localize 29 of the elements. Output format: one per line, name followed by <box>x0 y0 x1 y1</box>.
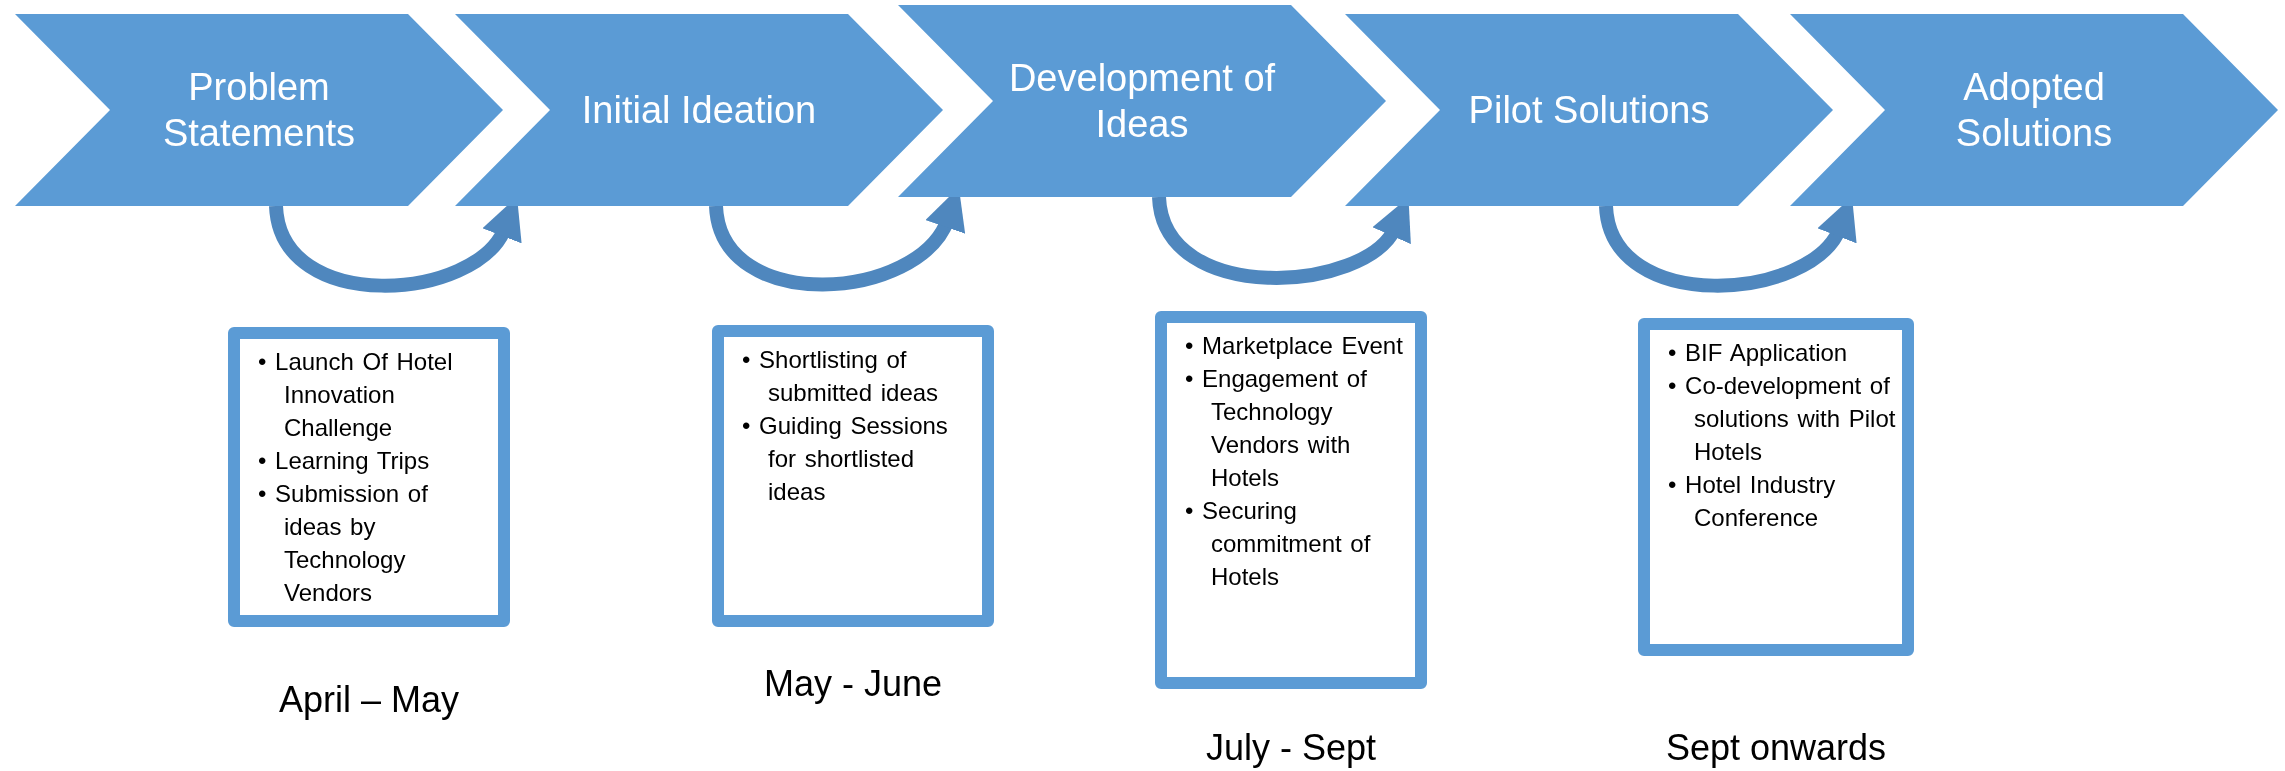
date-range: Sept onwards <box>1664 728 1888 768</box>
date-range: July - Sept <box>1204 728 1378 768</box>
chevron-shape <box>15 14 503 206</box>
activity-box <box>1638 318 1914 656</box>
stage-title: Pilot Solutions <box>1467 88 1711 133</box>
activity-box <box>228 327 510 627</box>
bullet-item: • Shortlisting of submitted ideas <box>742 345 940 408</box>
bullet-item: • Hotel Industry Conference <box>1668 470 1837 533</box>
bullet-item: • Guiding Sessions for shortlisted ideas <box>742 411 949 507</box>
bullet-item: • Launch Of Hotel Innovation Challenge <box>258 347 454 443</box>
activity-box <box>1155 311 1427 689</box>
stage-title: Development of Ideas <box>1007 56 1277 147</box>
chevron-shape <box>1790 14 2278 206</box>
bullet-item: • BIF Application <box>1668 338 1849 368</box>
chevron-shape <box>1345 14 1833 206</box>
bullet-item: • Securing commitment of Hotels <box>1185 496 1372 592</box>
date-range: April – May <box>277 680 461 720</box>
bullet-item: • Learning Trips <box>258 446 431 476</box>
chevron-shape <box>455 14 943 206</box>
stage-title: Problem Statements <box>161 65 357 156</box>
bullet-item: • Marketplace Event <box>1185 331 1404 361</box>
activity-box <box>712 325 994 627</box>
bullet-item: • Submission of ideas by Technology Vendors <box>258 479 429 608</box>
bullet-item: • Engagement of Technology Vendors with Hotels <box>1185 364 1368 493</box>
bullet-item: • Co-development of solutions with Pilot Hotels <box>1668 371 1896 467</box>
chevron-shape <box>898 5 1386 197</box>
stage-title: Initial Ideation <box>580 88 818 133</box>
stage-title: Adopted Solutions <box>1954 65 2114 156</box>
date-range: May - June <box>762 664 944 704</box>
